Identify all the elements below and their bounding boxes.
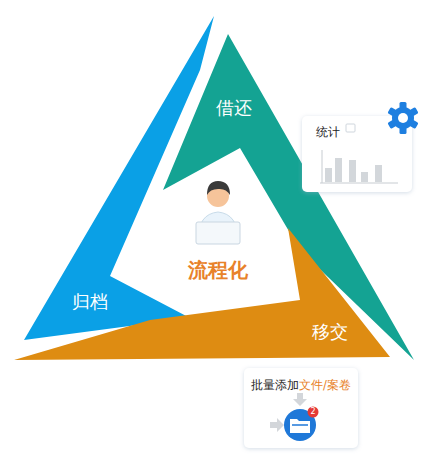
node-text: 借还 — [216, 97, 252, 118]
process-band: 借还 — [216, 96, 252, 120]
node-text: 统计 — [316, 125, 340, 139]
batch-card — [244, 368, 358, 448]
folder-glyph — [290, 419, 310, 433]
info-card: 批量添加文件/案卷 — [251, 374, 351, 393]
orange-band — [14, 228, 390, 360]
folder-icon — [284, 409, 316, 441]
bar-chart — [320, 150, 398, 183]
gear-icon — [387, 102, 418, 134]
badge-number: 2 — [310, 408, 315, 416]
center-title: 流程化 — [188, 260, 248, 280]
right-arrow — [270, 418, 284, 432]
node-text: 批量添加 — [251, 378, 299, 392]
info-card: 统计 — [316, 121, 340, 141]
badge — [308, 407, 319, 418]
node-text: 归档 — [72, 291, 108, 312]
blue-band — [24, 16, 214, 340]
down-arrow — [293, 393, 307, 406]
chart-glyph — [346, 124, 355, 132]
process-band: 归档 — [72, 290, 108, 314]
node-text: 移交 — [312, 321, 348, 342]
person-icon — [196, 181, 240, 244]
node-text: 文件/案卷 — [299, 378, 351, 392]
stats-card — [302, 116, 412, 192]
process-band: 移交 — [312, 320, 348, 344]
